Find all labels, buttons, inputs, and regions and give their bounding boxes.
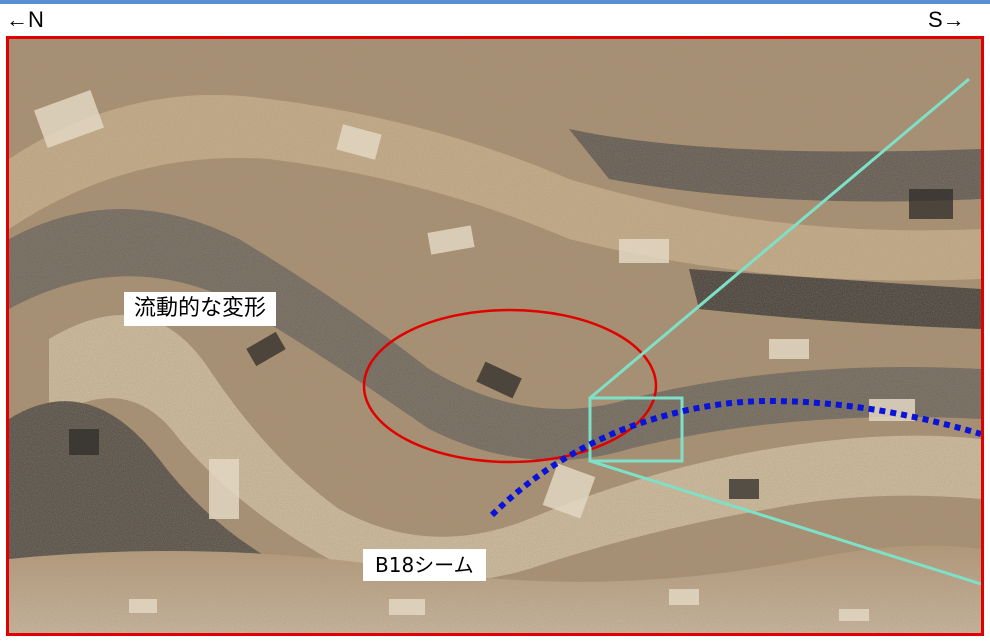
outcrop-photo-illustration (9, 39, 981, 633)
zoom-box (588, 396, 684, 463)
south-direction-label: S→ (928, 7, 965, 32)
outcrop-photo: 流動的な変形 B18シーム (6, 36, 984, 636)
north-direction-label: ←N (6, 7, 44, 32)
rock-blocks (33, 89, 915, 621)
dark-blocks (69, 189, 953, 499)
zoom-line-lower (589, 459, 981, 586)
top-accent-bar (0, 0, 990, 4)
seam-label: B18シーム (363, 549, 486, 581)
deformation-ellipse (362, 308, 658, 464)
rock-texture (9, 39, 981, 633)
deformation-label: 流動的な変形 (124, 292, 277, 326)
seam-dotted-line (489, 397, 981, 518)
zoom-line-upper (589, 77, 970, 400)
